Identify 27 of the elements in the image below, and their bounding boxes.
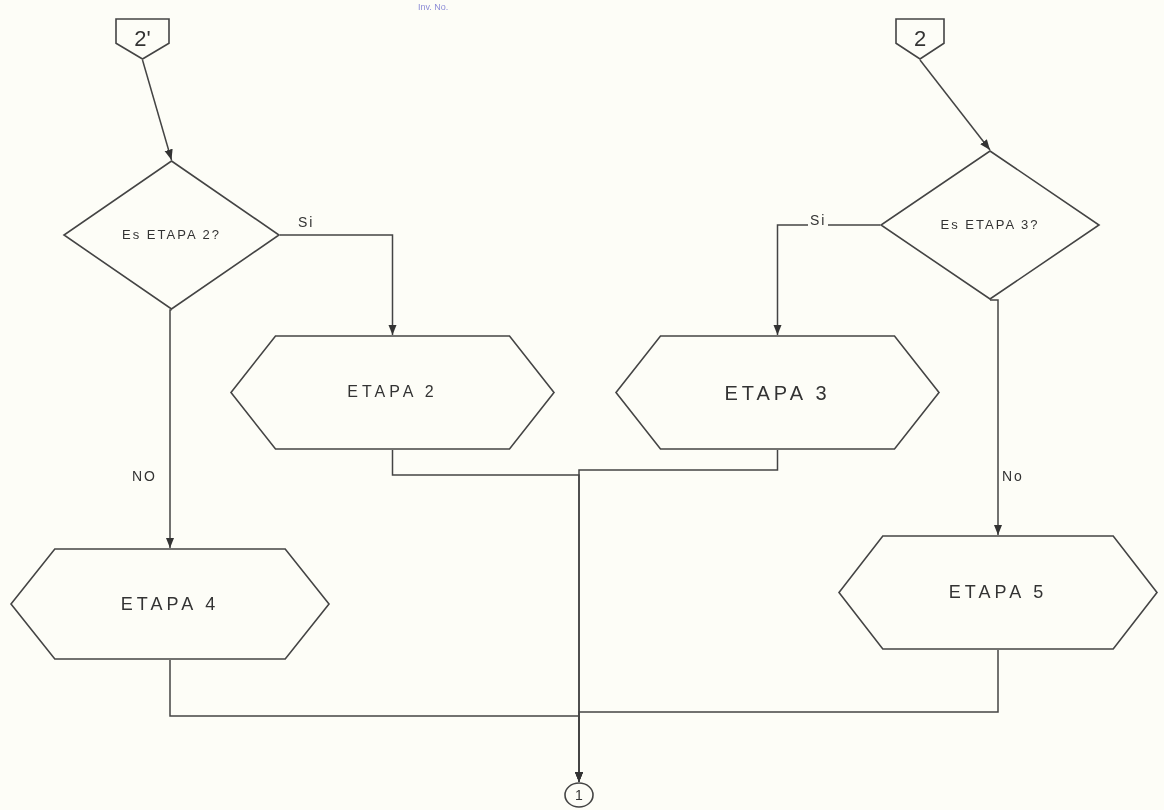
process-hexagon (838, 535, 1158, 650)
node-text: ETAPA 2 (347, 382, 438, 403)
node-text: 2 (913, 25, 927, 54)
arrow (773, 224, 881, 336)
node-text: Es ETAPA 3? (940, 215, 1040, 234)
process-hexagon (615, 335, 940, 450)
connector-circle (564, 782, 594, 808)
arrow (279, 234, 397, 336)
node-text: ETAPA 5 (948, 581, 1048, 605)
node-text: ETAPA 3 (724, 380, 831, 406)
decision-diamond (63, 160, 280, 310)
process-hexagon (230, 335, 555, 450)
node-text: ETAPA 4 (120, 592, 220, 616)
arrow (919, 59, 991, 151)
form-note: Inv. No. (418, 2, 449, 12)
arrow (165, 309, 175, 549)
node-text: 1 (575, 785, 583, 805)
decision-diamond (880, 150, 1100, 300)
off-page-connector (895, 18, 945, 60)
off-page-connector (115, 18, 170, 60)
node-text: Es ETAPA 2? (122, 225, 221, 244)
node-text: 2' (134, 25, 151, 54)
arrow (989, 299, 1003, 536)
arrow (141, 59, 173, 161)
edge-label: Si (808, 212, 829, 228)
process-hexagon (10, 548, 330, 660)
arrow (574, 649, 999, 783)
